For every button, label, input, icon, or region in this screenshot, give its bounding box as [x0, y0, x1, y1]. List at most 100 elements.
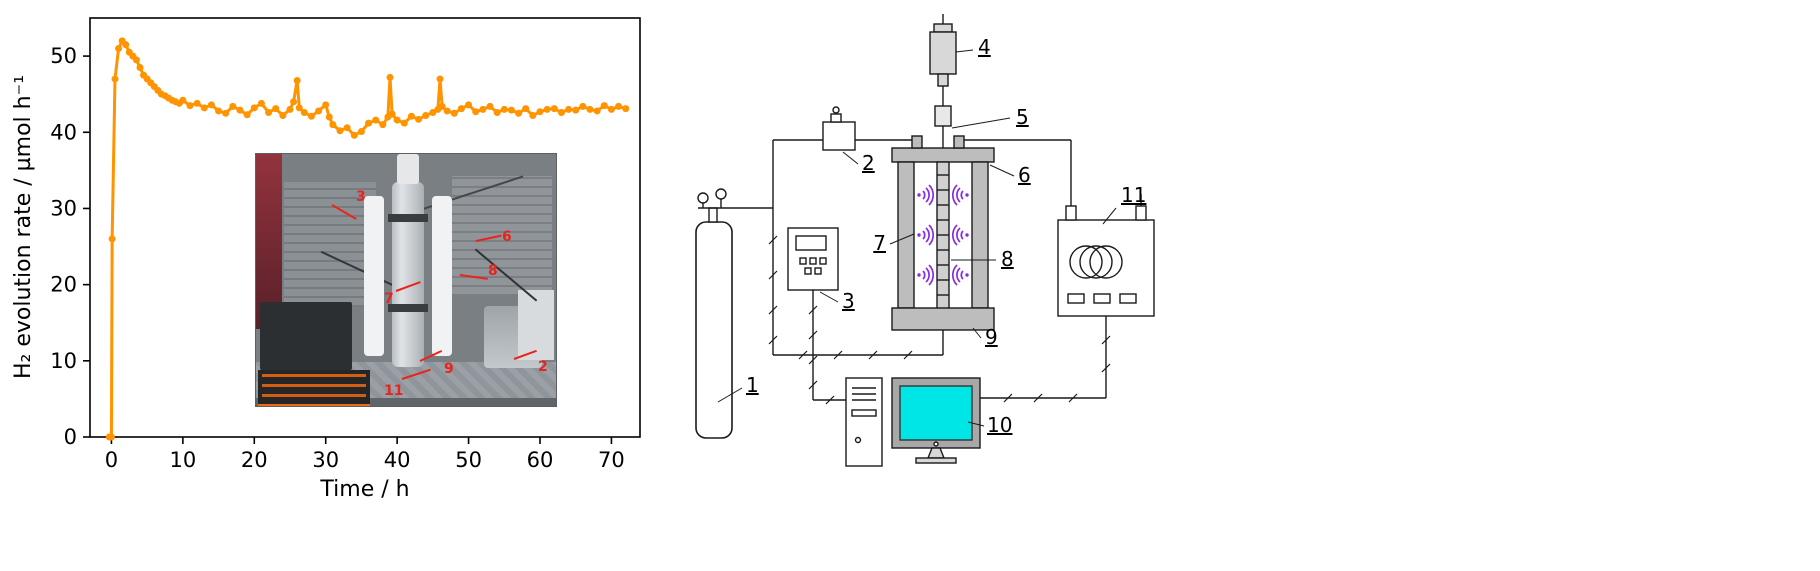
- data-point: [243, 111, 251, 119]
- data-point: [457, 105, 465, 113]
- data-point: [250, 104, 258, 112]
- x-tick-label: 30: [312, 448, 339, 472]
- photo-annotation: 8: [488, 263, 498, 279]
- diagram-label-6: 6: [1018, 163, 1031, 187]
- y-tick-label: 20: [50, 273, 77, 297]
- diagram-label-3: 3: [842, 289, 855, 313]
- data-point: [350, 131, 358, 139]
- data-point: [465, 101, 473, 109]
- dark-equipment-box: [260, 302, 352, 370]
- photo-annotation: 9: [444, 361, 454, 377]
- data-point: [550, 105, 558, 113]
- computer: [845, 377, 985, 467]
- photo-annotation: 7: [384, 291, 394, 307]
- diagram-label-9: 9: [985, 325, 998, 349]
- data-point: [557, 108, 565, 116]
- lamp-housing-right: [432, 196, 452, 356]
- data-point: [186, 102, 194, 110]
- uv-lamp-icon: [951, 264, 969, 286]
- data-point: [365, 119, 373, 127]
- diagram-label-2: 2: [862, 151, 875, 175]
- y-axis-title: H₂ evolution rate / µmol h⁻¹: [11, 75, 36, 379]
- data-point: [600, 102, 608, 110]
- gas-lines: [732, 139, 1142, 355]
- lamp-dot: [965, 193, 969, 197]
- uv-lamp-icon: [951, 224, 969, 246]
- data-point: [500, 105, 508, 113]
- data-point: [522, 105, 530, 113]
- inner-column-segments: [937, 174, 949, 311]
- uv-lamp-icon: [917, 224, 935, 246]
- data-point: [229, 102, 237, 110]
- data-point: [257, 99, 265, 107]
- diagram-label-11: 11: [1121, 183, 1146, 207]
- diagram-label-5: 5: [1016, 105, 1029, 129]
- bench-front-edge: [256, 398, 556, 406]
- data-point: [132, 56, 140, 64]
- data-point: [122, 41, 130, 49]
- data-point: [479, 105, 487, 113]
- lamp-dot: [965, 273, 969, 277]
- label-5-leader: [951, 117, 1011, 129]
- lamp-dot: [917, 233, 921, 237]
- data-point: [515, 109, 523, 117]
- lamp-dot: [917, 193, 921, 197]
- data-point: [279, 112, 287, 120]
- data-point: [565, 105, 573, 113]
- data-point: [357, 128, 365, 136]
- x-tick-label: 20: [241, 448, 268, 472]
- data-point: [388, 110, 396, 118]
- y-tick-label: 0: [64, 425, 77, 449]
- stirrer-motor: [929, 14, 974, 162]
- data-point: [115, 44, 123, 52]
- photo-annotation: 6: [502, 229, 512, 245]
- data-point: [400, 119, 408, 127]
- data-point: [407, 112, 415, 120]
- data-point: [300, 108, 308, 116]
- data-point: [529, 112, 537, 120]
- plot-frame: [89, 17, 641, 438]
- data-point: [486, 102, 494, 110]
- data-point: [379, 121, 387, 129]
- data-point: [415, 115, 423, 123]
- data-point: [586, 105, 594, 113]
- data-point: [422, 112, 430, 120]
- data-point: [393, 116, 401, 124]
- lamp-dot: [965, 233, 969, 237]
- data-point: [286, 105, 294, 113]
- y-tick-label: 50: [50, 44, 77, 68]
- orange-striped-device: [258, 370, 370, 406]
- x-tick-label: 10: [169, 448, 196, 472]
- diagram-label-8: 8: [1001, 247, 1014, 271]
- red-glow: [256, 154, 282, 329]
- data-point: [207, 101, 215, 109]
- data-point: [108, 235, 116, 243]
- data-point: [472, 108, 480, 116]
- data-point: [215, 107, 223, 115]
- y-tick-label: 30: [50, 196, 77, 220]
- data-point: [200, 104, 208, 112]
- photo-annotation: 11: [384, 383, 404, 399]
- uv-lamp-icon: [917, 264, 935, 286]
- data-point: [193, 99, 201, 107]
- data-point: [436, 75, 444, 83]
- x-axis-title: Time / h: [319, 477, 409, 502]
- data-point: [290, 98, 298, 106]
- data-point: [572, 106, 580, 114]
- data-point: [265, 108, 273, 116]
- x-tick-label: 60: [527, 448, 554, 472]
- data-point: [222, 109, 230, 117]
- chart-canvas: Time / h H₂ evolution rate / µmol h⁻¹ 0 1…: [11, 17, 641, 502]
- setup-schematic: 1 2 3: [695, 14, 1155, 467]
- reactor-head: [397, 154, 419, 184]
- coil-unit: [1057, 205, 1155, 317]
- data-point: [272, 105, 280, 113]
- data-point: [438, 102, 446, 110]
- data-point: [329, 121, 337, 129]
- data-point: [315, 107, 323, 115]
- data-point: [450, 109, 458, 117]
- data-point: [236, 106, 244, 114]
- led-controller: [787, 227, 839, 303]
- lamp-dot: [917, 273, 921, 277]
- data-point: [322, 101, 330, 109]
